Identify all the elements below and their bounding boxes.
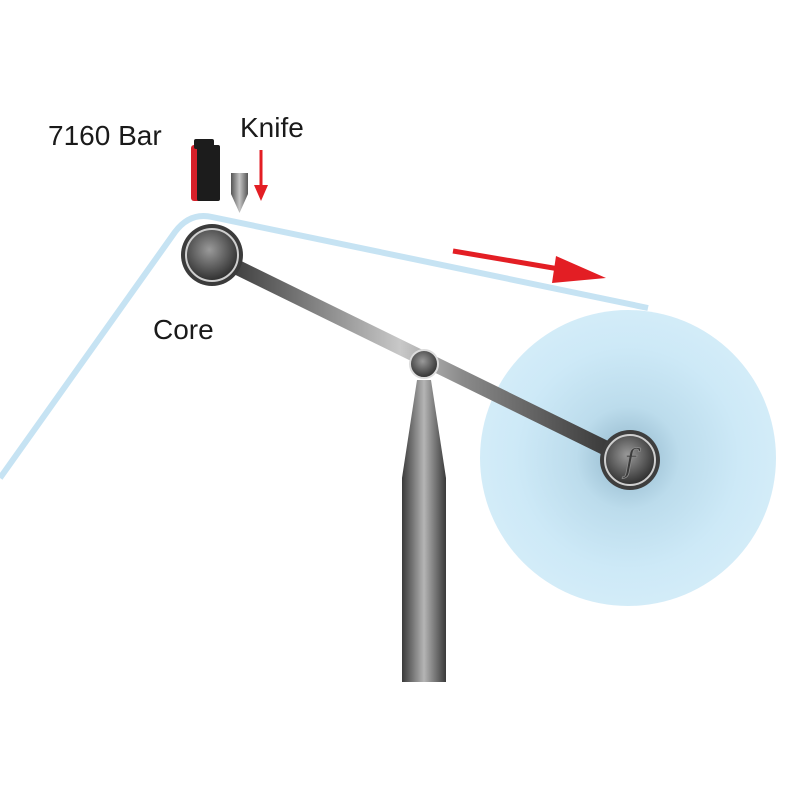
core-roller-face xyxy=(185,228,239,282)
web-direction-arrow xyxy=(452,248,606,283)
film-web xyxy=(0,213,649,480)
bar-label: 7160 Bar xyxy=(48,120,162,151)
knife-direction-arrow xyxy=(254,150,268,201)
knife-blade xyxy=(231,173,248,213)
roll-shaft: f xyxy=(600,430,660,490)
knife-label: Knife xyxy=(240,112,304,143)
core-label: Core xyxy=(153,314,214,345)
bar-7160 xyxy=(191,139,220,201)
pivot-joint xyxy=(409,349,439,379)
support-post xyxy=(402,380,446,682)
